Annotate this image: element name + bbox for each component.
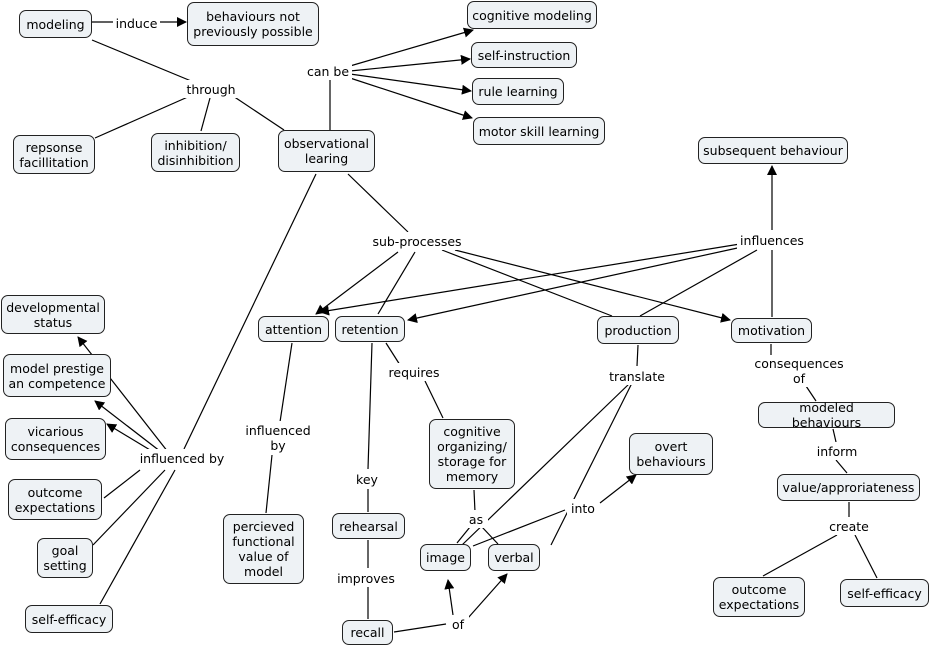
connector-line xyxy=(835,459,848,474)
connector-line xyxy=(94,400,166,456)
node-behaviours-not-possible: behaviours not previously possible xyxy=(187,2,319,46)
node-modeled-behaviours: modeled behaviours xyxy=(758,400,895,430)
node-image: image xyxy=(420,544,471,571)
node-motor-skill-learning: motor skill learning xyxy=(473,117,605,145)
node-repsonse-facillitation: repsonse facillitation xyxy=(13,135,95,174)
connector-line xyxy=(762,534,838,577)
node-inhibition: inhibition/ disinhibition xyxy=(151,133,240,172)
connector-line xyxy=(473,489,476,513)
label-as: as xyxy=(464,510,488,528)
label-sub-processes: sub-processes xyxy=(370,232,464,250)
label-influences: influences xyxy=(737,231,807,249)
connector-line xyxy=(265,454,273,514)
connector-line xyxy=(279,342,293,423)
label-improves: improves xyxy=(333,569,399,587)
connector-line xyxy=(347,173,409,233)
node-production: production xyxy=(597,316,679,344)
node-self-efficacy-left: self-efficacy xyxy=(25,605,113,633)
connector-line xyxy=(91,39,197,84)
label-influenced-by-left: influenced by xyxy=(136,449,228,467)
connector-line xyxy=(92,469,166,546)
node-verbal: verbal xyxy=(488,544,540,571)
connector-line xyxy=(349,27,474,67)
node-cognitive-modeling: cognitive modeling xyxy=(467,1,597,29)
connector-line xyxy=(229,93,285,131)
node-self-efficacy-right: self-efficacy xyxy=(840,579,929,607)
label-translate: translate xyxy=(606,367,668,385)
connector-line xyxy=(349,54,471,72)
connector-line xyxy=(599,474,637,504)
node-rule-learning: rule learning xyxy=(472,78,564,105)
label-requires: requires xyxy=(385,363,443,381)
node-retention: retention xyxy=(335,316,405,342)
node-rehearsal: rehearsal xyxy=(332,513,405,539)
connector-line xyxy=(454,249,731,323)
label-consequences-of: consequences of xyxy=(752,355,846,387)
node-perceived-value: percieved functional value of model xyxy=(223,514,304,584)
connector-line xyxy=(441,249,613,317)
connector-line xyxy=(467,573,508,619)
connector-line xyxy=(805,385,817,402)
connector-line xyxy=(94,95,191,139)
node-recall: recall xyxy=(342,620,393,645)
label-inform: inform xyxy=(814,442,860,460)
label-create: create xyxy=(824,517,874,535)
connector-line xyxy=(424,380,444,419)
connector-line xyxy=(377,251,416,315)
connector-line xyxy=(385,342,401,366)
connector-line xyxy=(854,534,878,579)
connector-line xyxy=(319,243,741,316)
node-observational-learing: observational learing xyxy=(278,130,375,172)
node-model-prestige: model prestige an competence xyxy=(3,354,111,397)
connector-line xyxy=(461,382,631,546)
node-goal-setting: goal setting xyxy=(37,538,93,578)
label-induce: induce xyxy=(114,14,159,32)
connector-line xyxy=(636,344,639,367)
connector-line xyxy=(183,173,317,450)
label-through: through xyxy=(184,80,238,98)
label-of: of xyxy=(447,615,469,633)
connector-line xyxy=(639,249,758,317)
node-outcome-expectations-right: outcome expectations xyxy=(713,577,805,617)
node-attention: attention xyxy=(258,316,329,342)
node-overt-behaviours: overt behaviours xyxy=(629,433,713,475)
node-subsequent-behaviour: subsequent behaviour xyxy=(698,137,848,164)
connector-line xyxy=(200,97,211,132)
node-outcome-expectations-left: outcome expectations xyxy=(8,479,102,520)
connector-line xyxy=(456,526,471,544)
connector-line xyxy=(315,251,399,315)
connector-line xyxy=(349,77,473,120)
node-modeling: modeling xyxy=(19,10,92,38)
connector-line xyxy=(103,469,141,499)
node-value-appropriateness: value/approriateness xyxy=(777,474,920,501)
label-influenced-by-attention: influenced by xyxy=(241,421,315,455)
node-cognitive-organizing: cognitive organizing/ storage for memory xyxy=(429,419,515,489)
connector-line xyxy=(349,73,472,95)
node-developmental-status: developmental status xyxy=(1,295,105,334)
connector-line xyxy=(832,428,837,443)
node-vicarious-consequences: vicarious consequences xyxy=(5,418,106,460)
label-into: into xyxy=(567,499,599,517)
node-motivation: motivation xyxy=(731,318,812,343)
connector-line xyxy=(367,342,373,470)
label-key: key xyxy=(352,470,382,488)
connector-line xyxy=(550,382,633,546)
connector-line xyxy=(472,509,566,547)
connector-line xyxy=(481,526,499,545)
connector-line xyxy=(393,623,447,633)
connector-line xyxy=(99,469,176,605)
label-can-be: can be xyxy=(304,62,352,80)
connector-line xyxy=(407,246,743,323)
node-self-instruction: self-instruction xyxy=(471,42,577,68)
connector-line xyxy=(444,579,455,616)
